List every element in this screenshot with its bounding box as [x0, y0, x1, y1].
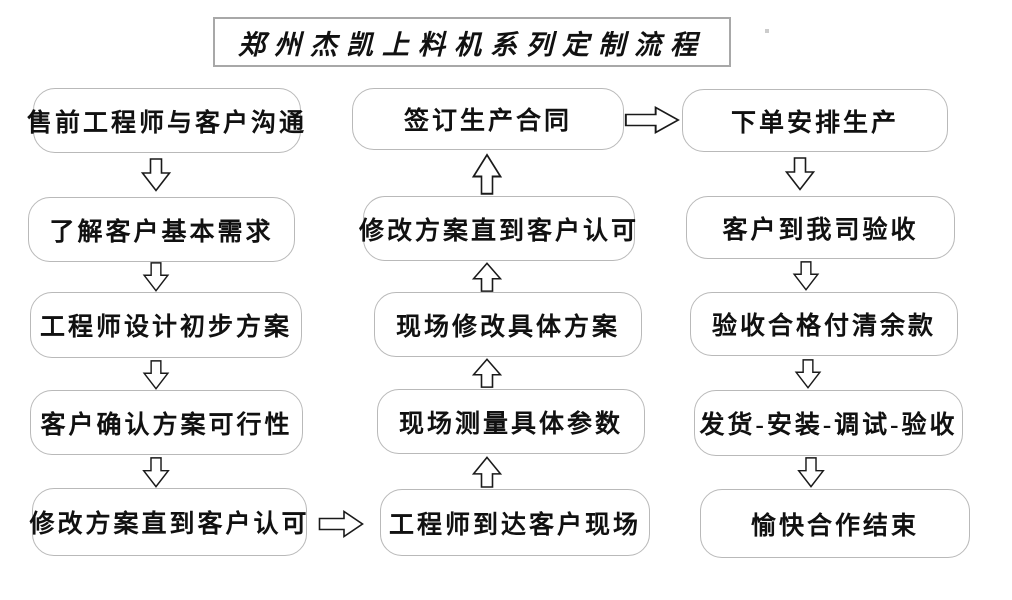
flow-node-label: 现场测量具体参数: [398, 410, 623, 438]
flow-node-label: 验收合格付清余款: [711, 313, 936, 340]
flow-node-presales-communication: 售前工程师与客户沟通: [27, 88, 304, 153]
flow-node-pay-balance: 验收合格付清余款: [690, 292, 958, 356]
stray-dot: [765, 29, 769, 33]
down-arrow-icon: [140, 158, 172, 192]
flow-node-label: 了解客户基本需求: [49, 218, 274, 246]
flowchart-title: 郑州杰凯上料机系列定制流程: [238, 29, 706, 60]
flow-node-schedule-production: 下单安排生产: [682, 89, 948, 152]
flow-node-label: 发货-安装-调试-验收: [699, 412, 958, 439]
down-arrow-icon: [797, 457, 825, 488]
flow-node-customer-acceptance-visit: 客户到我司验收: [686, 196, 955, 259]
flow-node-onsite-revise-plan: 现场修改具体方案: [374, 292, 642, 357]
flow-node-ship-install-debug-accept: 发货-安装-调试-验收: [694, 390, 963, 456]
flow-node-happy-cooperation-end: 愉快合作结束: [700, 489, 970, 558]
up-arrow-icon: [471, 456, 503, 488]
flow-node-label: 工程师到达客户现场: [388, 511, 641, 539]
right-arrow-icon: [624, 106, 680, 134]
down-arrow-icon: [142, 360, 170, 390]
right-arrow-icon: [318, 510, 364, 538]
down-arrow-icon: [142, 457, 170, 488]
flowchart-title-box: 郑州杰凯上料机系列定制流程: [213, 17, 731, 67]
flow-node-label: 修改方案直到客户认可: [359, 217, 640, 245]
flow-node-initial-design: 工程师设计初步方案: [30, 292, 302, 358]
flow-node-confirm-feasibility: 客户确认方案可行性: [30, 390, 303, 455]
flow-node-label: 签订生产合同: [403, 108, 572, 135]
flow-node-label: 客户确认方案可行性: [40, 411, 293, 439]
up-arrow-icon: [471, 358, 503, 388]
flow-node-label: 客户到我司验收: [722, 216, 919, 244]
down-arrow-icon: [792, 261, 820, 291]
flow-node-label: 修改方案直到客户认可: [29, 511, 310, 538]
flow-node-label: 现场修改具体方案: [395, 313, 620, 341]
flow-node-understand-requirements: 了解客户基本需求: [28, 197, 295, 262]
flow-node-label: 售前工程师与客户沟通: [27, 109, 308, 137]
flow-node-sign-contract: 签订生产合同: [352, 88, 624, 150]
flow-node-label: 工程师设计初步方案: [39, 314, 292, 341]
up-arrow-icon: [471, 153, 503, 195]
flow-node-label: 愉快合作结束: [750, 512, 919, 540]
flow-node-onsite-measure-params: 现场测量具体参数: [377, 389, 645, 454]
up-arrow-icon: [471, 262, 503, 292]
flow-node-engineer-arrives-onsite: 工程师到达客户现场: [380, 489, 650, 556]
flow-node-revise-until-approved: 修改方案直到客户认可: [29, 488, 310, 556]
down-arrow-icon: [794, 359, 822, 389]
down-arrow-icon: [784, 157, 816, 191]
down-arrow-icon: [142, 262, 170, 292]
flow-node-label: 下单安排生产: [730, 109, 899, 137]
flow-node-revise-until-approved-2: 修改方案直到客户认可: [359, 196, 636, 261]
